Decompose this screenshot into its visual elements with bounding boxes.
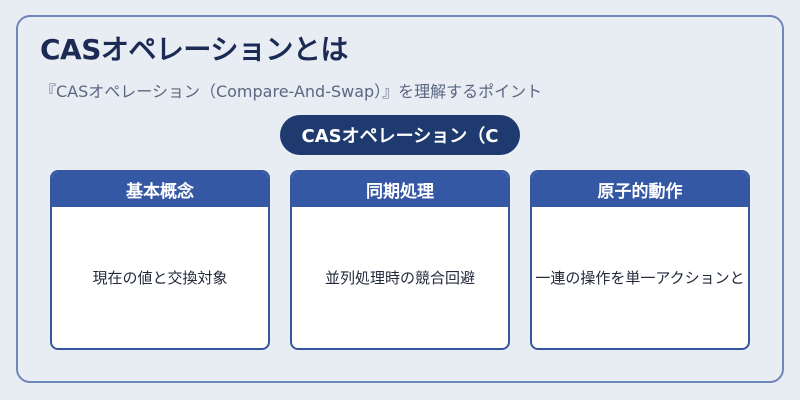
- card-header: 同期処理: [292, 172, 508, 207]
- card-header-label: 基本概念: [126, 182, 194, 202]
- card-body-text: 一連の操作を単一アクションと: [535, 269, 745, 287]
- central-node-label: CASオペレーション（C: [301, 126, 499, 147]
- concept-card-basic: 基本概念 現在の値と交換対象: [50, 170, 270, 350]
- page-subtitle: 『CASオペレーション（Compare-And-Swap）』を理解するポイント: [40, 82, 543, 101]
- card-body-text: 並列処理時の競合回避: [324, 269, 475, 287]
- card-header-label: 原子的動作: [597, 182, 683, 202]
- page-title: CASオペレーションとは: [40, 33, 348, 66]
- card-body: 並列処理時の競合回避: [292, 207, 508, 348]
- card-header: 原子的動作: [532, 172, 748, 207]
- card-body: 現在の値と交換対象: [52, 207, 268, 348]
- card-header: 基本概念: [52, 172, 268, 207]
- card-body: 一連の操作を単一アクションと: [532, 207, 748, 348]
- concept-card-sync: 同期処理 並列処理時の競合回避: [290, 170, 510, 350]
- concept-card-atomic: 原子的動作 一連の操作を単一アクションと: [530, 170, 750, 350]
- central-node: CASオペレーション（C: [280, 115, 520, 155]
- card-header-label: 同期処理: [366, 182, 434, 202]
- card-body-text: 現在の値と交換対象: [92, 269, 228, 287]
